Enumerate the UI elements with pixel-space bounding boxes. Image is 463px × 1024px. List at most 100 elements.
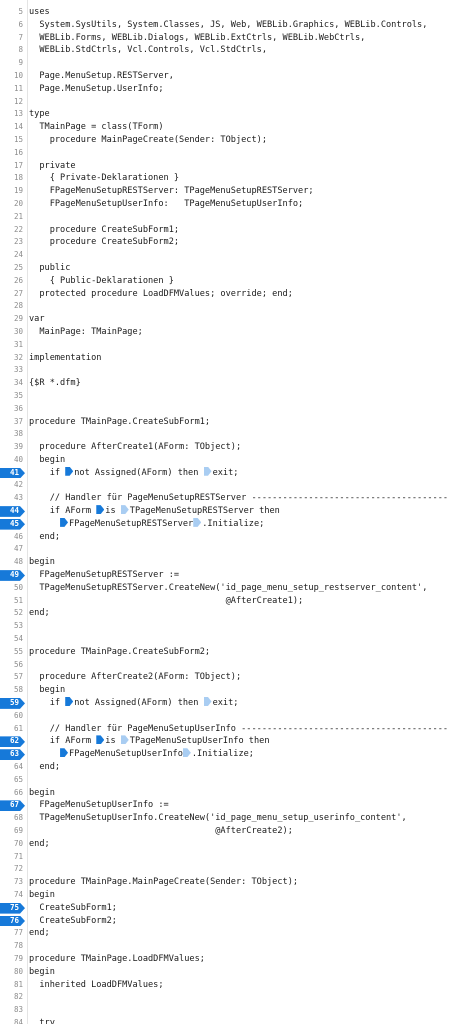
line-number[interactable]: 42 [13, 480, 23, 490]
code-line[interactable]: 20 FPageMenuSetupUserInfo: TPageMenuSetu… [0, 198, 463, 211]
code-text[interactable]: procedure MainPageCreate(Sender: TObject… [29, 134, 267, 145]
code-text[interactable]: TPageMenuSetupUserInfo.CreateNew('id_pag… [29, 813, 407, 824]
code-line[interactable]: 27 protected procedure LoadDFMValues; ov… [0, 288, 463, 301]
breakpoint-marker[interactable]: 63 [0, 749, 25, 761]
code-line[interactable]: 35 [0, 390, 463, 403]
code-line[interactable]: 18 { Private-Deklarationen } [0, 172, 463, 185]
line-number[interactable]: 55 [13, 646, 23, 656]
code-line[interactable]: 65 [0, 774, 463, 787]
line-number[interactable]: 82 [13, 992, 23, 1002]
line-number[interactable]: 43 [13, 493, 23, 503]
breakpoint-marker[interactable]: 62 [0, 736, 25, 748]
line-number[interactable]: 15 [13, 134, 23, 144]
code-text[interactable]: protected procedure LoadDFMValues; overr… [29, 288, 293, 299]
line-number[interactable]: 50 [13, 582, 23, 592]
code-line[interactable]: 58 begin [0, 684, 463, 697]
code-line[interactable]: 79 procedure TMainPage.LoadDFMValues; [0, 953, 463, 966]
line-number[interactable]: 74 [13, 889, 23, 899]
line-number[interactable]: 53 [13, 621, 23, 631]
code-line[interactable]: 11 Page.MenuSetup.UserInfo; [0, 83, 463, 96]
code-line[interactable]: 19 FPageMenuSetupRESTServer: TPageMenuSe… [0, 185, 463, 198]
code-line[interactable]: 63 FPageMenuSetupUserInfo.Initialize; [0, 748, 463, 761]
line-number[interactable]: 13 [13, 109, 23, 119]
code-line[interactable]: 49 FPageMenuSetupRESTServer := [0, 569, 463, 582]
line-number[interactable]: 24 [13, 250, 23, 260]
code-text[interactable]: if AForm is TPageMenuSetupRESTServer the… [29, 505, 463, 518]
code-line[interactable]: 75 CreateSubForm1; [0, 902, 463, 915]
line-number[interactable]: 11 [13, 83, 23, 93]
code-text[interactable]: { Private-Deklarationen } [29, 173, 180, 184]
code-text[interactable]: inherited LoadDFMValues; [29, 979, 164, 990]
code-text[interactable]: if not Assigned(AForm) then exit; [29, 466, 463, 480]
code-line[interactable]: 83 [0, 1004, 463, 1017]
line-number[interactable]: 65 [13, 774, 23, 784]
code-line[interactable]: 10 Page.MenuSetup.RESTServer, [0, 70, 463, 83]
line-number[interactable]: 20 [13, 198, 23, 208]
line-number[interactable]: 83 [13, 1005, 23, 1015]
code-line[interactable]: 68 TPageMenuSetupUserInfo.CreateNew('id_… [0, 812, 463, 825]
code-line[interactable]: 16 [0, 147, 463, 160]
line-number[interactable]: 18 [13, 173, 23, 183]
line-number[interactable]: 8 [18, 45, 23, 55]
code-line[interactable]: 84 try [0, 1017, 463, 1024]
code-text[interactable]: FPageMenuSetupRESTServer := [29, 570, 180, 581]
line-number[interactable]: 66 [13, 787, 23, 797]
code-text[interactable]: procedure AfterCreate2(AForm: TObject); [29, 672, 242, 683]
code-line[interactable]: 40 begin [0, 454, 463, 467]
line-number[interactable]: 12 [13, 96, 23, 106]
code-line[interactable]: 78 [0, 940, 463, 953]
code-text[interactable]: Page.MenuSetup.UserInfo; [29, 83, 164, 94]
line-number[interactable]: 69 [13, 826, 23, 835]
line-number[interactable]: 34 [13, 378, 23, 388]
line-number[interactable]: 46 [13, 531, 23, 541]
code-text[interactable]: TMainPage = class(TForm) [29, 122, 164, 133]
line-number[interactable]: 26 [13, 275, 23, 285]
code-text[interactable]: FPageMenuSetupUserInfo := [29, 800, 169, 811]
code-text[interactable]: procedure CreateSubForm1; [29, 224, 180, 235]
line-number[interactable]: 33 [13, 365, 23, 375]
code-line[interactable]: 8 WEBLib.StdCtrls, Vcl.Controls, Vcl.Std… [0, 44, 463, 57]
line-number[interactable]: 21 [13, 211, 23, 221]
line-number[interactable]: 70 [13, 838, 23, 848]
code-text[interactable]: @AfterCreate1); [29, 595, 304, 606]
line-number[interactable]: 80 [13, 966, 23, 976]
breakpoint-marker[interactable]: 44 [0, 506, 25, 517]
code-text[interactable]: end; [29, 608, 50, 619]
code-text[interactable]: uses [29, 7, 50, 17]
code-line[interactable]: 43 // Handler für PageMenuSetupRESTServe… [0, 492, 463, 505]
code-text[interactable]: FPageMenuSetupRESTServer: TPageMenuSetup… [29, 186, 314, 197]
code-text[interactable]: procedure TMainPage.CreateSubForm1; [29, 416, 211, 427]
code-text[interactable]: FPageMenuSetupRESTServer.Initialize; [29, 517, 463, 531]
code-line[interactable]: 41 if not Assigned(AForm) then exit; [0, 466, 463, 480]
code-line[interactable]: 62 if AForm is TPageMenuSetupUserInfo th… [0, 735, 463, 748]
line-number[interactable]: 35 [13, 390, 23, 400]
code-line[interactable]: 71 [0, 851, 463, 864]
code-text[interactable]: begin [29, 685, 66, 696]
code-line[interactable]: 38 [0, 428, 463, 441]
code-text[interactable]: procedure TMainPage.LoadDFMValues; [29, 953, 205, 964]
code-line[interactable]: 51 @AfterCreate1); [0, 595, 463, 608]
code-text[interactable]: if AForm is TPageMenuSetupUserInfo then [29, 735, 463, 748]
line-number[interactable]: 6 [18, 19, 23, 29]
code-line[interactable]: 82 [0, 991, 463, 1004]
line-number[interactable]: 48 [13, 557, 23, 567]
line-number[interactable]: 79 [13, 953, 23, 963]
code-text[interactable]: procedure AfterCreate1(AForm: TObject); [29, 442, 242, 453]
line-number[interactable]: 64 [13, 762, 23, 772]
code-line[interactable]: 57 procedure AfterCreate2(AForm: TObject… [0, 671, 463, 684]
line-number[interactable]: 14 [13, 122, 23, 132]
code-text[interactable]: FPageMenuSetupUserInfo: TPageMenuSetupUs… [29, 198, 304, 209]
line-number[interactable]: 25 [13, 262, 23, 272]
code-text[interactable]: end; [29, 531, 61, 542]
breakpoint-marker[interactable]: 41 [0, 467, 25, 479]
code-line[interactable]: 42 [0, 479, 463, 492]
code-line[interactable]: 7 WEBLib.Forms, WEBLib.Dialogs, WEBLib.E… [0, 32, 463, 45]
